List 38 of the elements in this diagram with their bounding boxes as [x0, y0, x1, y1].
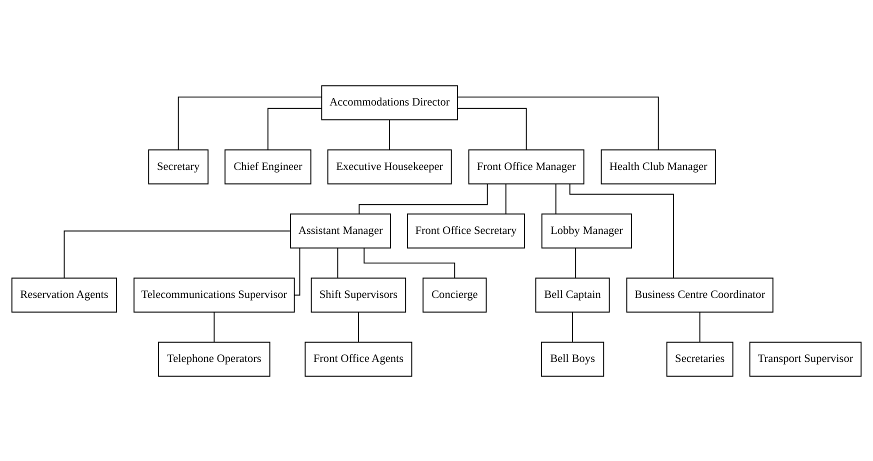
connector: [457, 96, 659, 150]
connector: [64, 230, 291, 278]
node-box: Lobby Manager: [541, 213, 632, 248]
connector: [555, 183, 556, 214]
connector: [389, 118, 390, 150]
connector: [358, 183, 488, 214]
node-box: Business Centre Coordinator: [626, 277, 774, 312]
connector: [178, 96, 322, 150]
node-box: Front Office Agents: [304, 341, 412, 376]
connector: [364, 247, 456, 278]
node-box: Chief Engineer: [224, 148, 312, 184]
connector: [267, 107, 322, 150]
node-box: Front Office Manager: [468, 148, 584, 184]
node-box: Shift Supervisors: [310, 277, 406, 312]
node-box: Assistant Manager: [290, 213, 391, 248]
connector: [214, 311, 215, 342]
node-box: Telephone Operators: [158, 341, 270, 376]
node-box: Secretary: [148, 148, 209, 184]
node-box: Secretaries: [666, 341, 734, 376]
connector: [337, 247, 338, 278]
connector: [358, 311, 359, 342]
connector: [572, 311, 573, 342]
node-box: Bell Captain: [535, 277, 610, 312]
node-box: Health Club Manager: [600, 148, 716, 184]
node-box: Bell Boys: [540, 341, 604, 376]
node-box: Reservation Agents: [11, 277, 118, 312]
node-box: Transport Supervisor: [749, 341, 862, 376]
node-box: Front Office Secretary: [407, 213, 525, 248]
node-box: Executive Housekeeper: [327, 148, 452, 184]
connector: [699, 311, 700, 342]
connector: [294, 247, 300, 296]
connector: [569, 183, 674, 278]
node-box: Accommodations Director: [321, 84, 458, 120]
connector: [505, 183, 506, 214]
connector: [575, 247, 576, 278]
node-box: Telecommunications Supervisor: [134, 277, 295, 312]
node-box: Concierge: [422, 277, 487, 312]
connector: [457, 107, 527, 150]
